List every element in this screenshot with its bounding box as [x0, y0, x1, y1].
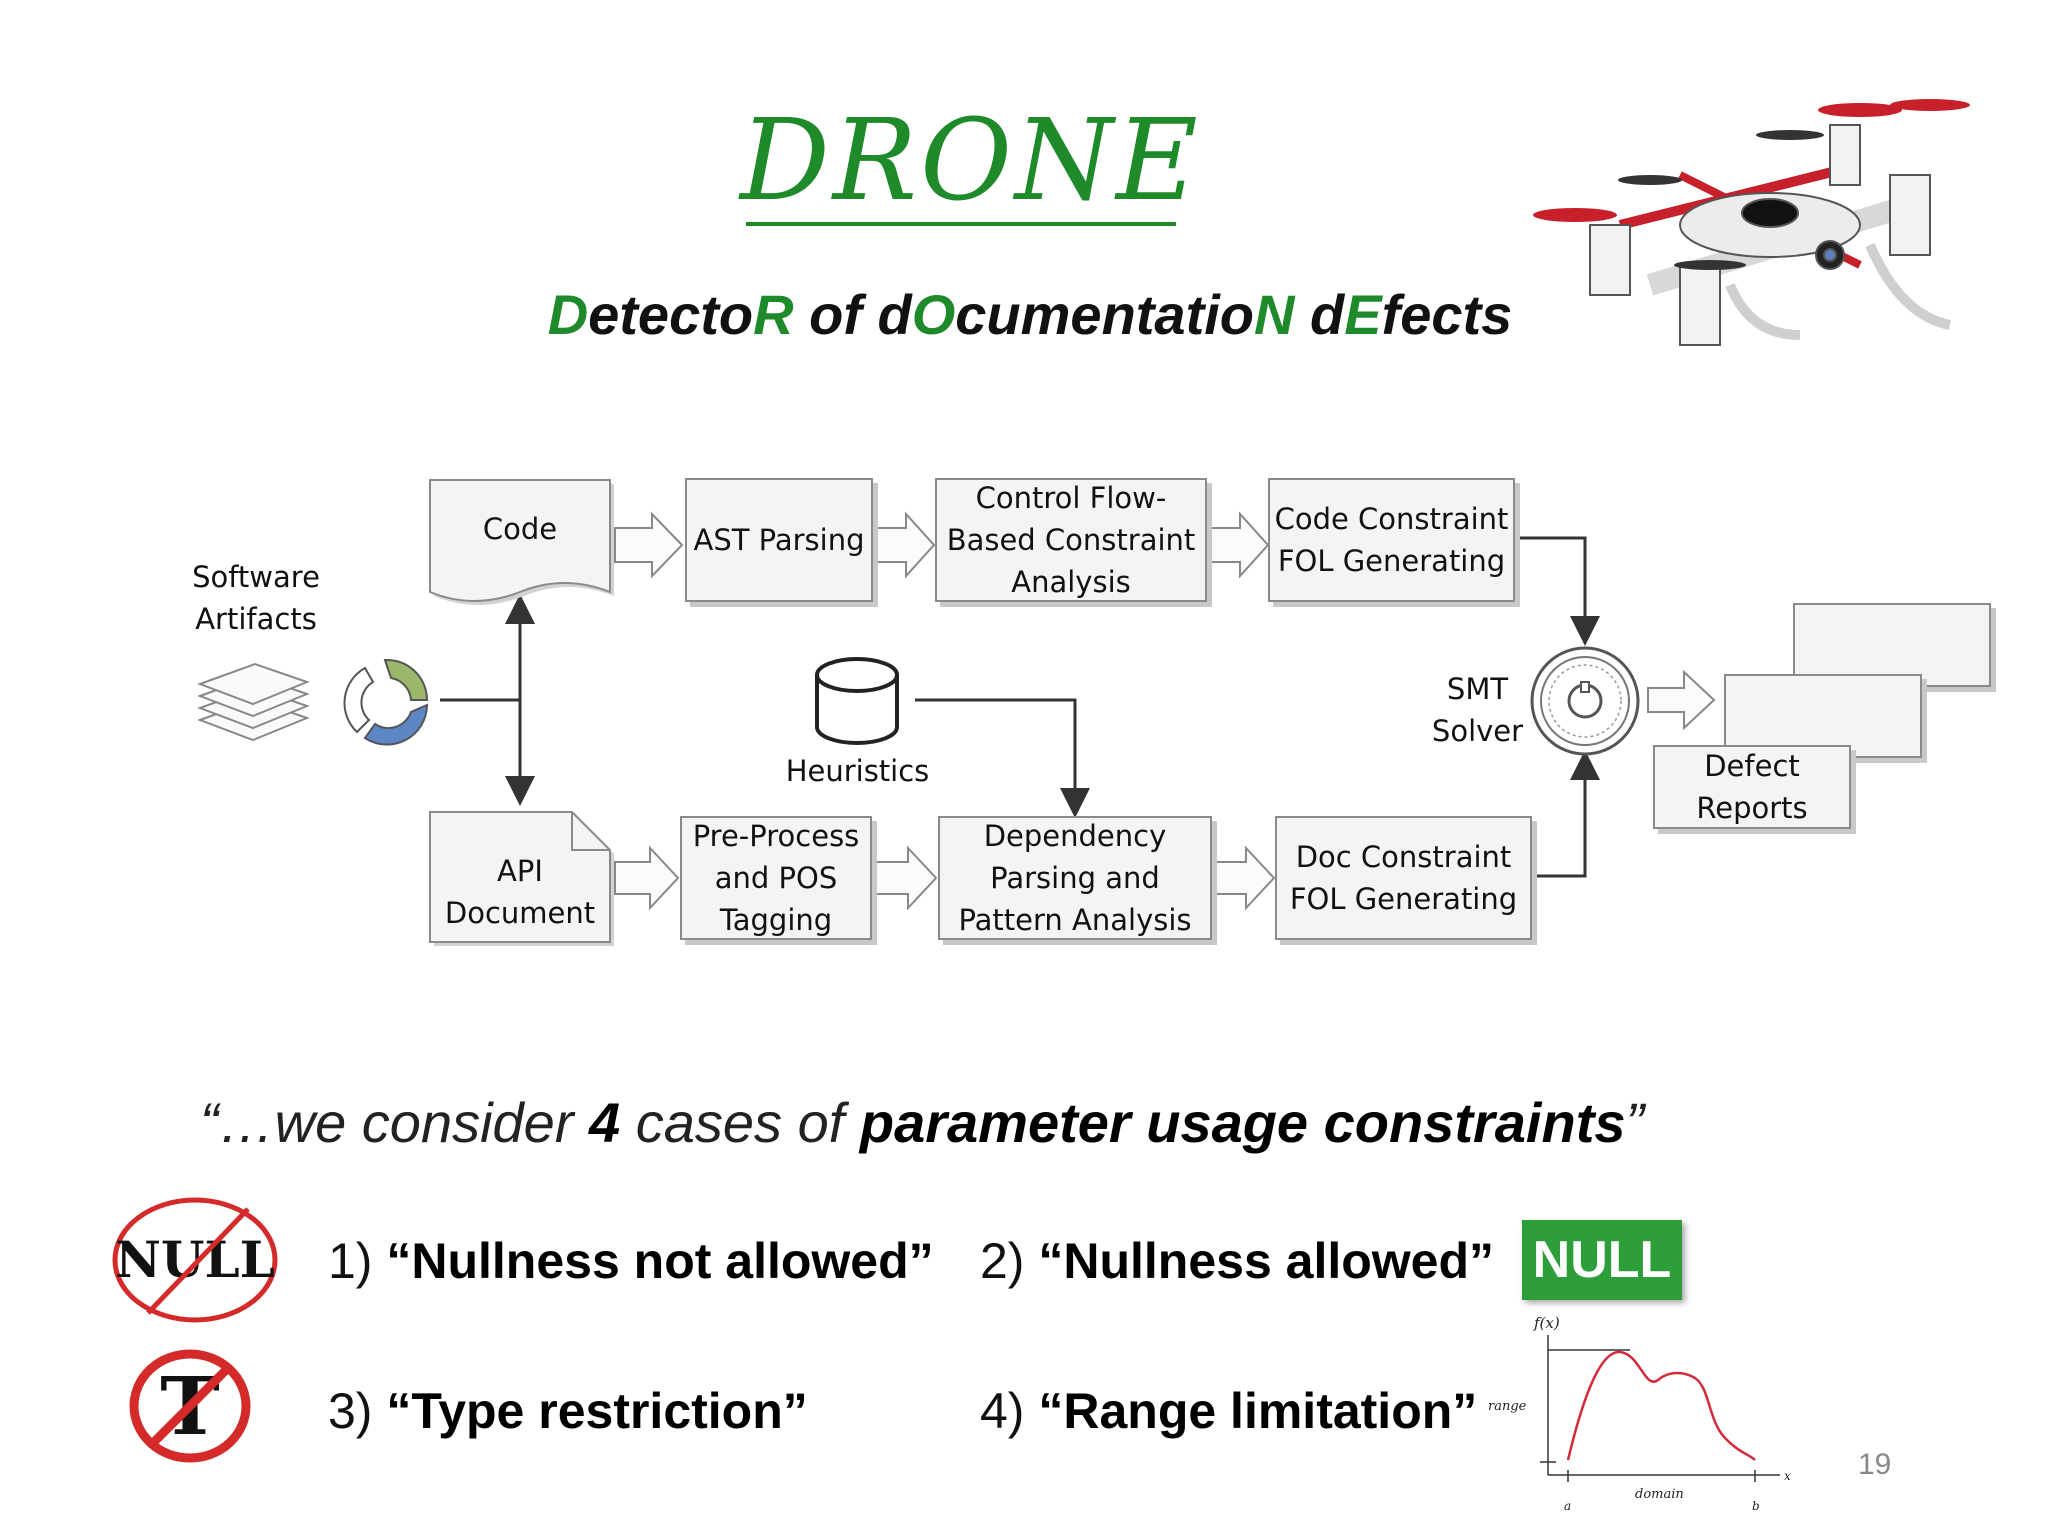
- subtitle-accent-letter: E: [1344, 283, 1382, 346]
- ast-parsing-box: AST Parsing: [685, 478, 873, 602]
- case-4: 4) “Range limitation”: [980, 1383, 1478, 1439]
- subtitle-text-segment: etecto: [588, 283, 754, 346]
- defect-report-middle: [1724, 674, 1922, 758]
- code-constraint-box: Code Constraint FOL Generating: [1268, 478, 1515, 602]
- case-1: 1) “Nullness not allowed”: [328, 1233, 934, 1289]
- subtitle-text-segment: fects: [1381, 283, 1513, 346]
- subtitle-accent-letter: O: [911, 283, 956, 346]
- graph-x-label: x: [1784, 1469, 1791, 1483]
- slide-subtitle: DetectoR of dOcumentatioN dEfects: [470, 282, 1590, 347]
- smt-solver-label: SMT Solver: [1431, 672, 1524, 749]
- null-prohibited-icon: NULL: [112, 1197, 278, 1323]
- pre-process-box: Pre-Process and POS Tagging: [680, 816, 872, 940]
- drone-image: [1533, 99, 1970, 346]
- subtitle-accent-letter: R: [753, 283, 794, 346]
- case-2: 2) “Nullness allowed”: [980, 1233, 1495, 1289]
- documents-icon: [197, 662, 310, 742]
- subtitle-text-segment: of d: [793, 283, 912, 346]
- graph-b-label: b: [1752, 1499, 1760, 1513]
- subtitle-accent-letter: D: [547, 283, 589, 346]
- recycle-icon: [343, 658, 429, 746]
- gear-icon: [1530, 646, 1640, 756]
- control-flow-box: Control Flow- Based Constraint Analysis: [935, 478, 1207, 602]
- title-underline: [746, 222, 1176, 226]
- subtitle-text-segment: cumentatio: [955, 283, 1254, 346]
- type-prohibited-icon: T: [129, 1349, 251, 1463]
- graph-range-label: range: [1488, 1399, 1527, 1414]
- graph-a-label: a: [1564, 1499, 1571, 1513]
- subtitle-text-segment: d: [1294, 283, 1345, 346]
- slide-title: DRONE: [740, 96, 1201, 226]
- graph-domain-label: domain: [1635, 1487, 1684, 1502]
- doc-constraint-box: Doc Constraint FOL Generating: [1275, 816, 1532, 940]
- database-icon: [815, 657, 899, 745]
- range-graph: f(x) range domain a b x: [1488, 1314, 1791, 1513]
- subtitle-accent-letter: N: [1253, 283, 1295, 346]
- api-document-label: API Document: [444, 854, 596, 931]
- code-document-shape: [429, 479, 614, 605]
- software-artifacts-label: Software Artifacts: [192, 560, 320, 637]
- defect-reports-box: Defect Reports: [1653, 745, 1851, 829]
- graph-fx-label: f(x): [1533, 1314, 1560, 1332]
- code-label: Code: [482, 512, 558, 546]
- api-document-shape: [429, 811, 614, 946]
- heuristics-label: Heuristics: [785, 754, 930, 788]
- dependency-parsing-box: Dependency Parsing and Pattern Analysis: [938, 816, 1212, 940]
- null-icon-text: NULL: [115, 1230, 275, 1289]
- page-number: 19: [1858, 1448, 1892, 1481]
- quote-text: “…we consider 4 cases of parameter usage…: [200, 1091, 1645, 1154]
- case-3: 3) “Type restriction”: [328, 1383, 808, 1439]
- null-badge: NULL: [1522, 1220, 1682, 1300]
